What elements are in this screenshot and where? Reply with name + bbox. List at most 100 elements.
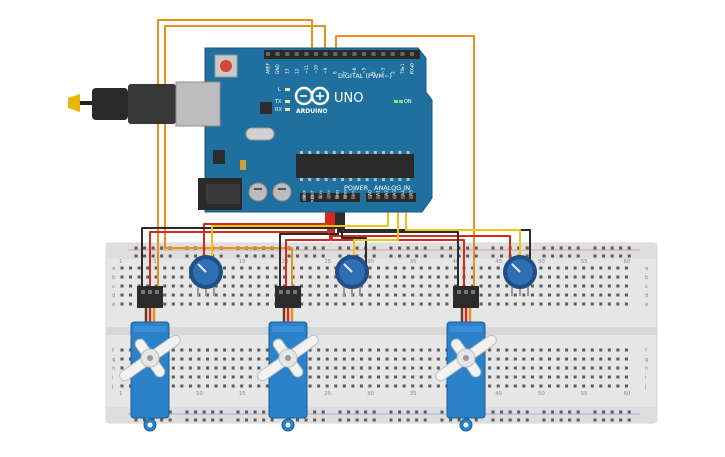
analog-pin-0[interactable] [368,195,372,199]
power-rail-hole[interactable] [389,410,393,414]
digital-pin-8[interactable] [342,52,347,56]
breadboard-hole[interactable] [146,275,150,279]
power-rail-hole[interactable] [355,418,359,422]
breadboard-hole[interactable] [573,284,577,288]
breadboard-hole[interactable] [436,384,440,388]
breadboard-hole[interactable] [548,266,551,270]
breadboard-hole[interactable] [146,266,150,270]
breadboard-hole[interactable] [257,302,261,306]
breadboard-hole[interactable] [590,275,594,279]
breadboard-hole[interactable] [419,357,423,361]
breadboard-hole[interactable] [582,266,586,270]
breadboard-hole[interactable] [479,266,483,270]
breadboard-hole[interactable] [556,348,560,352]
breadboard-hole[interactable] [419,348,423,352]
breadboard-hole[interactable] [522,384,526,388]
power-rail-hole[interactable] [313,246,317,250]
power-rail-hole[interactable] [423,254,427,258]
breadboard-hole[interactable] [248,375,252,379]
breadboard-hole[interactable] [377,348,380,352]
power-rail-hole[interactable] [559,254,563,258]
breadboard-hole[interactable] [394,302,398,306]
breadboard-hole[interactable] [411,384,415,388]
breadboard-hole[interactable] [377,384,380,388]
breadboard-hole[interactable] [556,293,560,297]
breadboard-hole[interactable] [496,293,500,297]
breadboard-hole[interactable] [624,293,628,297]
power-rail-hole[interactable] [619,418,623,422]
breadboard-hole[interactable] [505,375,509,379]
breadboard-hole[interactable] [590,348,594,352]
wire-gnd-servo-1[interactable] [141,212,337,291]
breadboard-hole[interactable] [590,302,594,306]
power-rail-hole[interactable] [423,418,427,422]
servo-2[interactable] [246,286,330,432]
breadboard-hole[interactable] [556,302,560,306]
wire-5v-servo-1[interactable] [149,212,329,291]
breadboard-hole[interactable] [214,384,218,388]
breadboard-hole[interactable] [402,375,406,379]
breadboard-hole[interactable] [248,366,252,370]
breadboard-hole[interactable] [607,357,611,361]
breadboard-hole[interactable] [129,275,133,279]
breadboard-hole[interactable] [428,266,432,270]
power-rail-hole[interactable] [559,246,563,250]
breadboard-hole[interactable] [513,375,517,379]
power-rail-hole[interactable] [517,410,521,414]
breadboard-hole[interactable] [317,275,321,279]
breadboard-hole[interactable] [582,357,586,361]
breadboard-hole[interactable] [206,384,209,388]
breadboard-hole[interactable] [257,275,261,279]
power-rail-hole[interactable] [551,410,555,414]
power-rail-hole[interactable] [245,418,249,422]
breadboard-hole[interactable] [419,375,423,379]
breadboard-hole[interactable] [223,266,227,270]
digital-pin-14[interactable] [400,52,405,56]
breadboard-hole[interactable] [607,384,611,388]
breadboard-hole[interactable] [129,293,133,297]
breadboard-hole[interactable] [616,293,620,297]
breadboard-hole[interactable] [206,293,209,297]
breadboard-hole[interactable] [607,366,611,370]
breadboard-hole[interactable] [257,284,261,288]
digital-pin-13[interactable] [390,52,395,56]
power-rail-hole[interactable] [517,418,521,422]
breadboard-hole[interactable] [573,266,577,270]
breadboard-hole[interactable] [522,348,526,352]
breadboard-hole[interactable] [300,293,304,297]
power-rail-hole[interactable] [236,418,240,422]
breadboard-hole[interactable] [368,357,372,361]
breadboard-hole[interactable] [488,366,492,370]
breadboard-hole[interactable] [573,375,577,379]
breadboard-hole[interactable] [317,357,321,361]
breadboard-hole[interactable] [496,357,500,361]
breadboard-hole[interactable] [599,366,603,370]
breadboard-hole[interactable] [505,366,509,370]
breadboard-hole[interactable] [411,357,415,361]
wire-a0-pot-1[interactable] [211,212,389,263]
power-rail-hole[interactable] [406,254,410,258]
power-rail-hole[interactable] [296,418,300,422]
breadboard-hole[interactable] [137,266,141,270]
breadboard-hole[interactable] [505,384,509,388]
reset-button[interactable] [220,60,232,72]
power-rail-hole[interactable] [185,254,189,258]
breadboard-hole[interactable] [282,275,286,279]
power-pin-4[interactable] [334,195,339,199]
breadboard-hole[interactable] [402,366,406,370]
breadboard-hole[interactable] [231,302,235,306]
breadboard-hole[interactable] [471,275,475,279]
breadboard-hole[interactable] [300,275,304,279]
breadboard-hole[interactable] [505,348,509,352]
power-rail-hole[interactable] [185,410,189,414]
power-rail-hole[interactable] [474,246,478,250]
power-rail-hole[interactable] [143,254,147,258]
breadboard-hole[interactable] [445,284,449,288]
breadboard-hole[interactable] [539,275,543,279]
breadboard-hole[interactable] [223,348,227,352]
breadboard-hole[interactable] [231,366,235,370]
breadboard-hole[interactable] [496,275,500,279]
breadboard-hole[interactable] [488,348,492,352]
breadboard-hole[interactable] [248,384,252,388]
servo-3[interactable] [424,286,508,432]
